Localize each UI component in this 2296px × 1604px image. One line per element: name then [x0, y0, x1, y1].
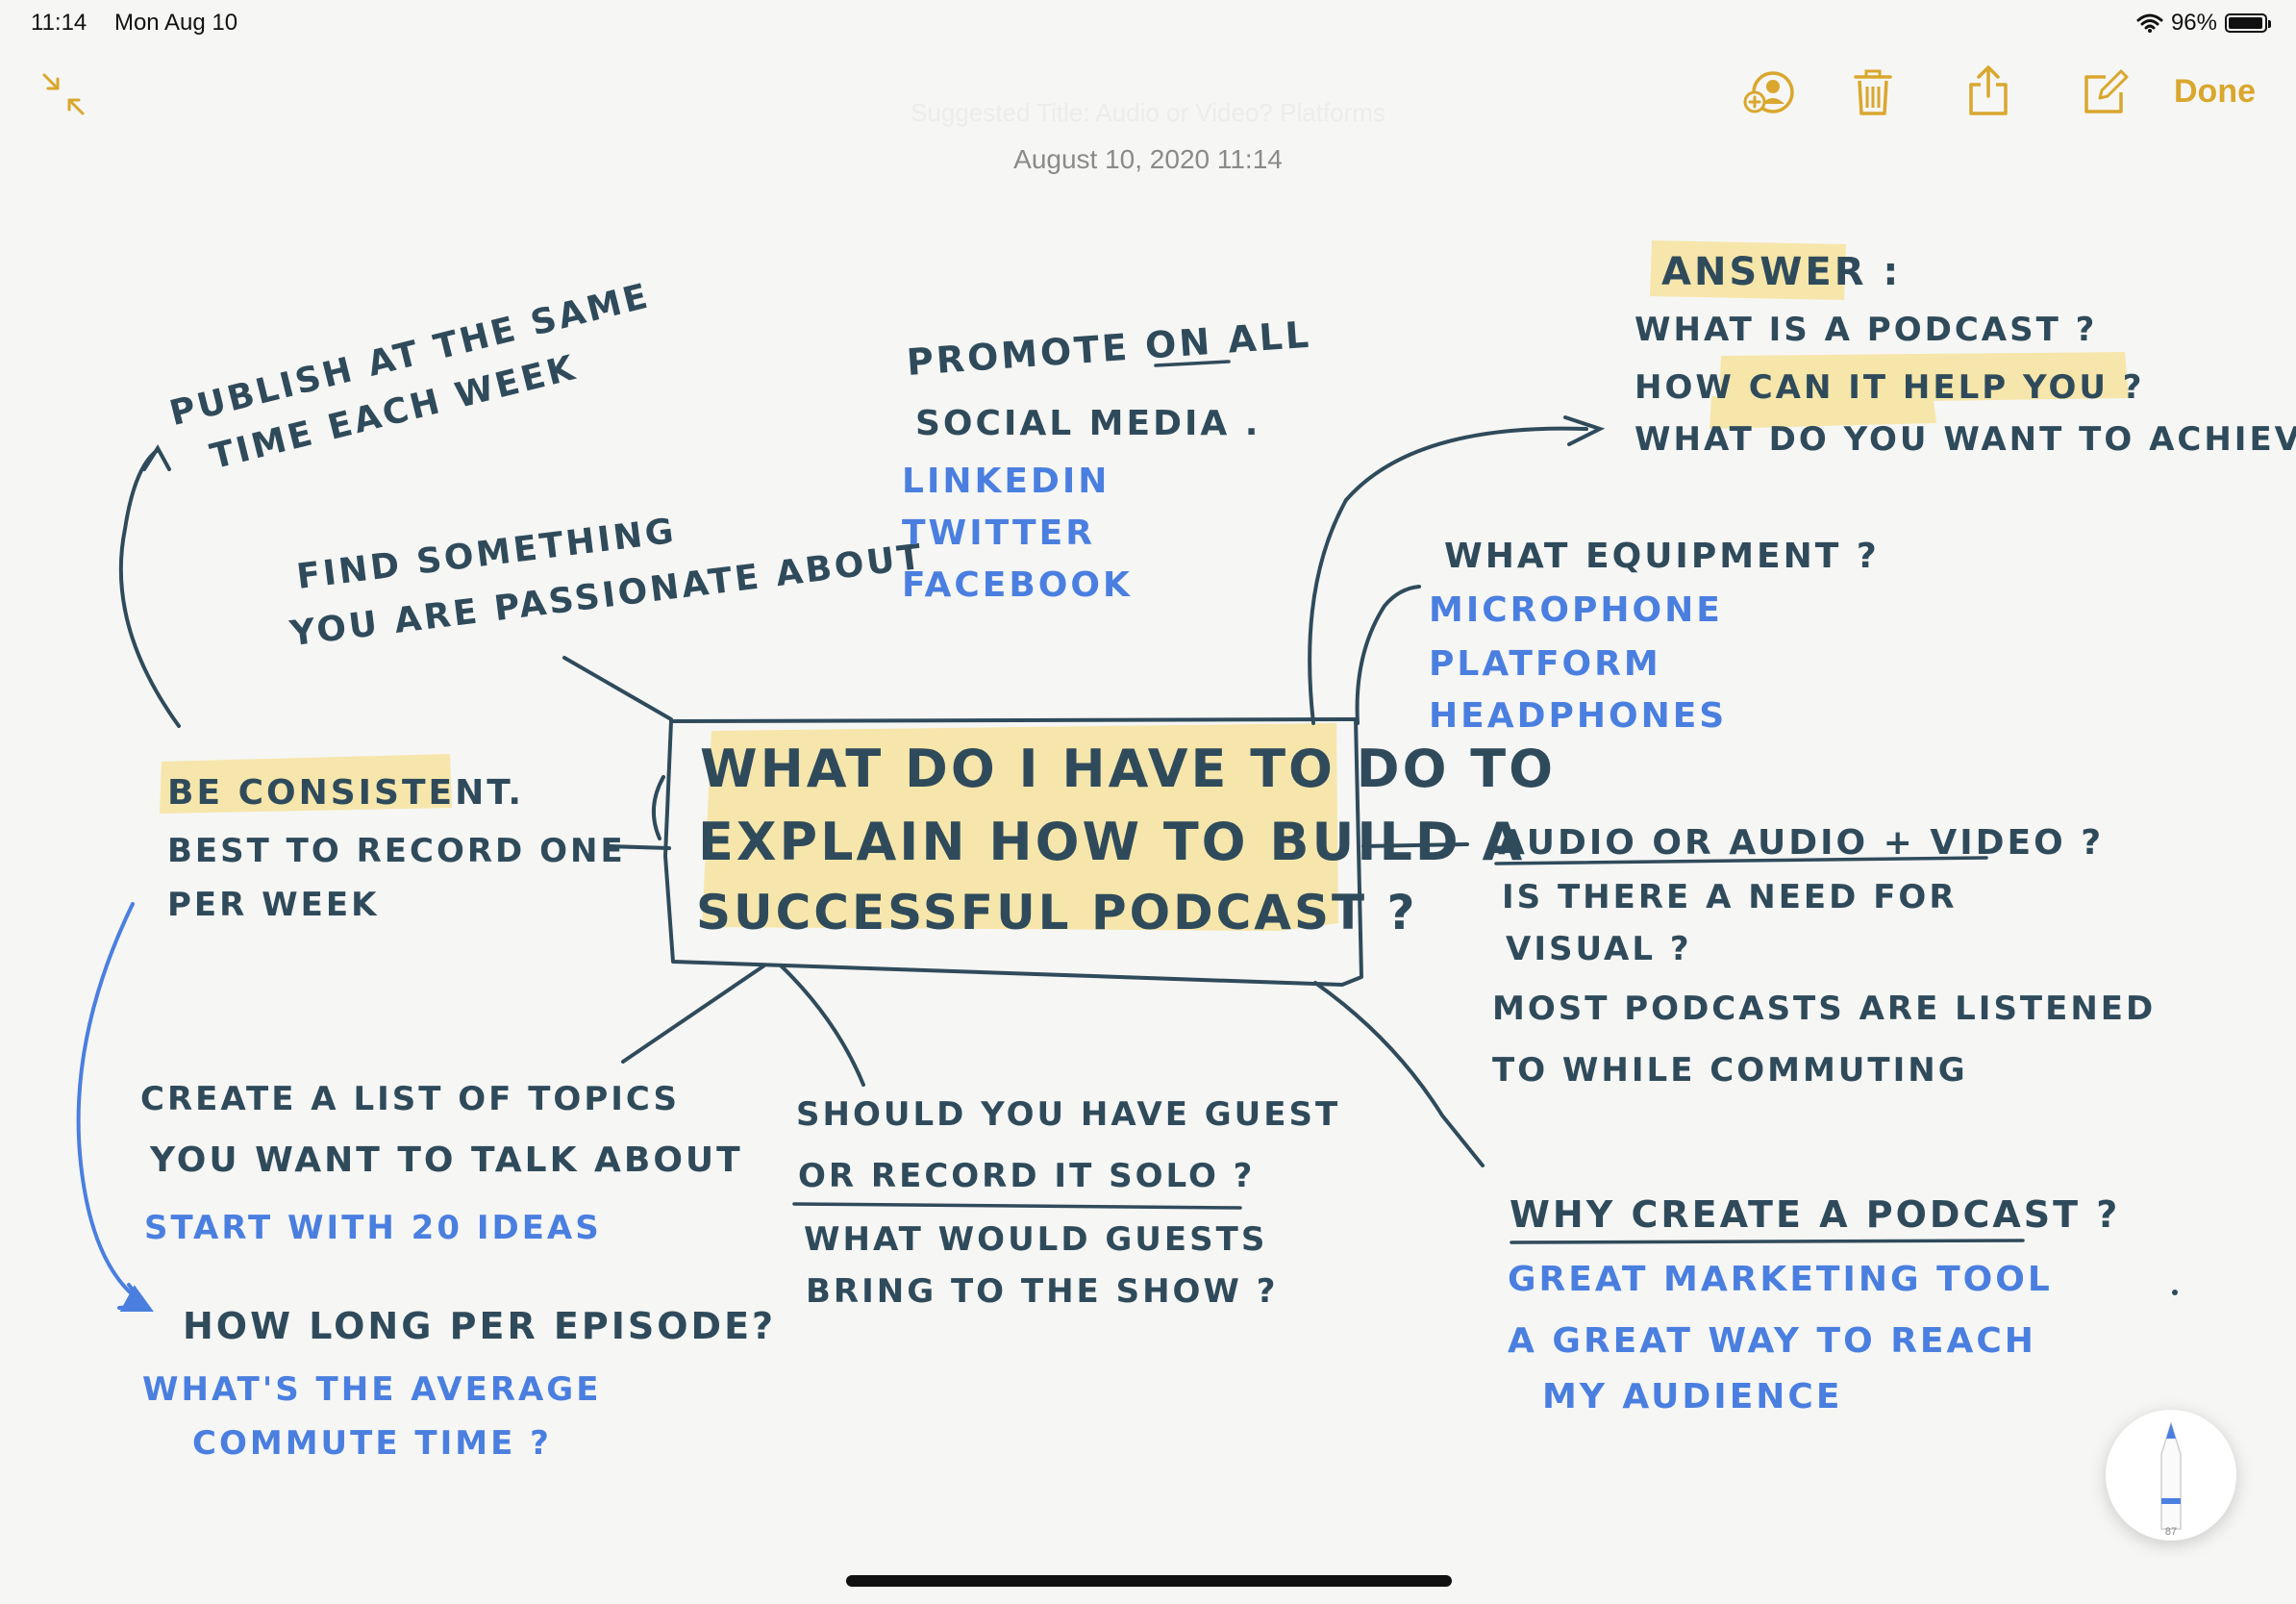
guest-line-2: OR RECORD IT SOLO ?	[798, 1157, 1255, 1195]
add-person-icon	[1743, 71, 1794, 113]
consistent-line-1: BEST TO RECORD ONE	[167, 832, 626, 870]
battery-icon	[2225, 13, 2271, 33]
promote-title-1: PROMOTE ON ALL	[906, 313, 1313, 384]
topics-note: CREATE A LIST OF TOPICS YOU WANT TO TALK…	[140, 1080, 743, 1247]
status-left: 11:14 Mon Aug 10	[31, 10, 259, 37]
pencil-icon: 87	[2160, 1420, 2182, 1538]
done-button[interactable]: Done	[2174, 73, 2256, 110]
collapse-arrows-icon	[42, 73, 85, 115]
highlights	[160, 240, 2129, 931]
answer-title: ANSWER :	[1661, 250, 1901, 294]
promote-note: PROMOTE ON ALL SOCIAL MEDIA . LINKEDIN T…	[902, 313, 1312, 605]
battery-level	[2229, 17, 2262, 29]
battery-percent: 96%	[2170, 10, 2217, 36]
note-date: August 10, 2020 11:14	[1013, 144, 1283, 174]
equipment-title: WHAT EQUIPMENT ?	[1444, 537, 1880, 576]
blue-connector	[76, 902, 154, 1312]
delete-button[interactable]	[1852, 67, 1894, 122]
promote-title-2: SOCIAL MEDIA .	[915, 404, 1260, 443]
central-line-3: SUCCESSFUL PODCAST ?	[696, 885, 1418, 940]
add-people-button[interactable]	[1742, 69, 1796, 124]
audio-note: AUDIO OR AUDIO + VIDEO ? IS THERE A NEED…	[1492, 823, 2156, 1090]
episode-item-2: COMMUTE TIME ?	[192, 1424, 552, 1463]
audio-line-5: TO WHILE COMMUTING	[1492, 1051, 1968, 1090]
promote-item-2: TWITTER	[902, 514, 1095, 553]
equipment-item-3: HEADPHONES	[1429, 696, 1727, 736]
passion-note: FIND SOMETHING YOU ARE PASSIONATE ABOUT	[287, 512, 927, 655]
why-note: WHY CREATE A PODCAST ? GREAT MARKETING T…	[1508, 1193, 2120, 1416]
wifi-icon	[2136, 13, 2163, 33]
status-bar: 11:14 Mon Aug 10 96%	[0, 0, 2296, 46]
publish-note: PUBLISH AT THE SAME TIME EACH WEEK	[166, 276, 655, 477]
audio-line-4: MOST PODCASTS ARE LISTENED	[1492, 990, 2156, 1028]
answer-item-3: WHAT DO YOU WANT TO ACHIEVE?	[1635, 420, 2296, 459]
pencil-tool-button[interactable]: 87	[2106, 1410, 2236, 1541]
central-question: WHAT DO I HAVE TO DO TO EXPLAIN HOW TO B…	[696, 739, 1556, 940]
trash-icon	[1854, 69, 1892, 115]
share-button[interactable]	[1967, 63, 2009, 122]
compose-button[interactable]	[2081, 69, 2129, 122]
central-line-2: EXPLAIN HOW TO BUILD A	[698, 812, 1525, 872]
equipment-note: WHAT EQUIPMENT ? MICROPHONE PLATFORM HEA…	[1429, 537, 1880, 736]
why-item-1: GREAT MARKETING TOOL	[1508, 1260, 2053, 1299]
stray-dot	[2172, 1290, 2178, 1295]
why-item-2: A GREAT WAY TO REACH	[1508, 1321, 2036, 1361]
collapse-button[interactable]	[40, 71, 87, 122]
equipment-item-2: PLATFORM	[1429, 644, 1661, 684]
topics-item: START WITH 20 IDEAS	[144, 1209, 602, 1247]
why-title: WHY CREATE A PODCAST ?	[1510, 1193, 2120, 1236]
status-right: 96%	[2136, 10, 2271, 37]
episode-note: HOW LONG PER EPISODE? WHAT'S THE AVERAGE…	[142, 1305, 776, 1463]
episode-title: HOW LONG PER EPISODE?	[183, 1305, 776, 1347]
promote-item-1: LINKEDIN	[902, 462, 1110, 501]
answer-note: ANSWER : WHAT IS A PODCAST ? HOW CAN IT …	[1635, 250, 2296, 459]
equipment-item-1: MICROPHONE	[1429, 590, 1723, 630]
note-title-placeholder: Suggested Title: Audio or Video? Platfor…	[911, 98, 1385, 127]
audio-line-1: AUDIO OR AUDIO + VIDEO ?	[1498, 823, 2104, 863]
status-date: Mon Aug 10	[113, 10, 238, 36]
audio-line-2: IS THERE A NEED FOR	[1502, 878, 1958, 916]
arrow-heads	[142, 415, 1606, 471]
share-icon	[1969, 65, 2008, 115]
guest-line-3: WHAT WOULD GUESTS	[804, 1220, 1267, 1259]
home-indicator[interactable]	[846, 1575, 1452, 1587]
connector-lines	[118, 426, 1588, 1167]
why-item-3: MY AUDIENCE	[1542, 1377, 1842, 1416]
central-line-1: WHAT DO I HAVE TO DO TO	[700, 739, 1556, 799]
topics-line-1: CREATE A LIST OF TOPICS	[140, 1080, 680, 1118]
consistent-line-2: PER WEEK	[167, 886, 379, 924]
guest-line-4: BRING TO THE SHOW ?	[806, 1272, 1279, 1311]
topics-line-2: YOU WANT TO TALK ABOUT	[149, 1140, 743, 1180]
episode-item-1: WHAT'S THE AVERAGE	[142, 1370, 601, 1409]
compose-icon	[2084, 69, 2129, 113]
promote-item-3: FACEBOOK	[902, 565, 1133, 605]
guest-line-1: SHOULD YOU HAVE GUEST	[796, 1095, 1340, 1134]
answer-item-1: WHAT IS A PODCAST ?	[1635, 311, 2097, 349]
consistent-note: BE CONSISTENT. BEST TO RECORD ONE PER WE…	[167, 773, 626, 924]
audio-line-3: VISUAL ?	[1506, 930, 1692, 968]
guest-note: SHOULD YOU HAVE GUEST OR RECORD IT SOLO …	[796, 1095, 1340, 1311]
pencil-label: 87	[2165, 1526, 2177, 1538]
answer-item-2: HOW CAN IT HELP YOU ?	[1635, 368, 2145, 407]
consistent-title: BE CONSISTENT.	[167, 773, 524, 813]
underlines	[792, 360, 2025, 1244]
status-time: 11:14	[31, 10, 87, 36]
